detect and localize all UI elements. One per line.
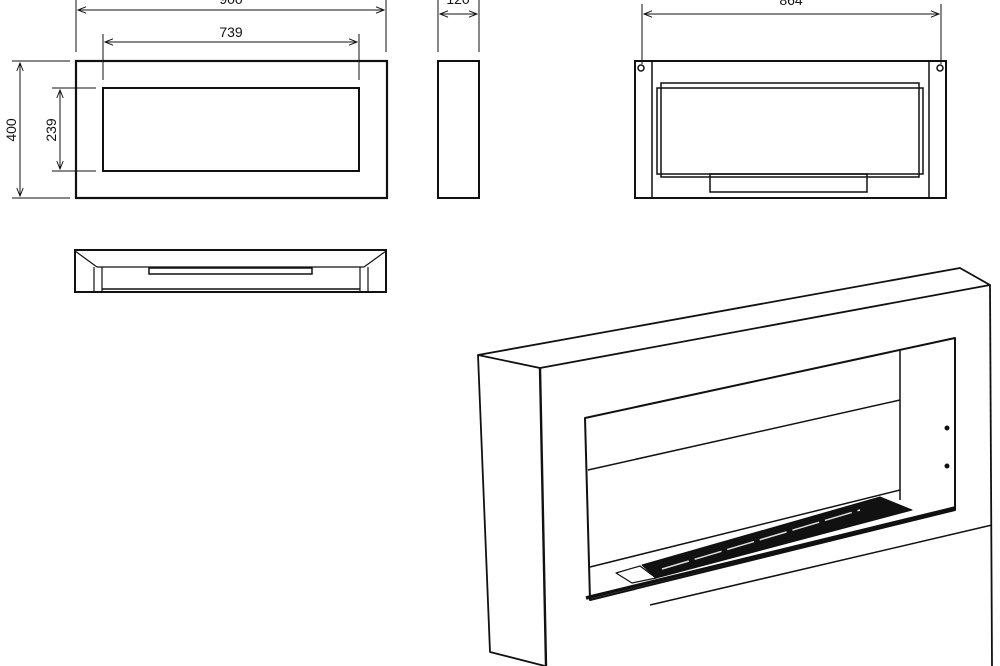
dimension-label-120: 120 [446, 0, 470, 7]
top-outline [74, 249, 387, 293]
rear-view [634, 4, 947, 199]
isometric-view [477, 267, 993, 666]
front-outer-frame [74, 59, 389, 200]
side-view [437, 0, 480, 199]
iso-top-face [477, 267, 991, 369]
dimension-label-900: 900 [219, 0, 243, 7]
top-burner [148, 267, 313, 275]
mounting-hole-right [936, 64, 944, 72]
iso-burner [641, 496, 913, 579]
dimension-label-739: 739 [219, 24, 243, 40]
front-opening [102, 87, 360, 172]
burner-outline [709, 173, 868, 193]
dimension-label-864: 864 [779, 0, 803, 8]
iso-opening [584, 337, 956, 601]
mounting-hole-left [637, 64, 645, 72]
dimension-label-239: 239 [43, 118, 59, 142]
iso-mount-dot [944, 425, 950, 431]
front-view [12, 0, 389, 200]
side-profile [437, 60, 480, 199]
top-view [74, 249, 387, 293]
dimension-label-400: 400 [3, 118, 19, 142]
iso-mount-dot [944, 463, 950, 469]
rear-outer-frame [634, 60, 947, 199]
